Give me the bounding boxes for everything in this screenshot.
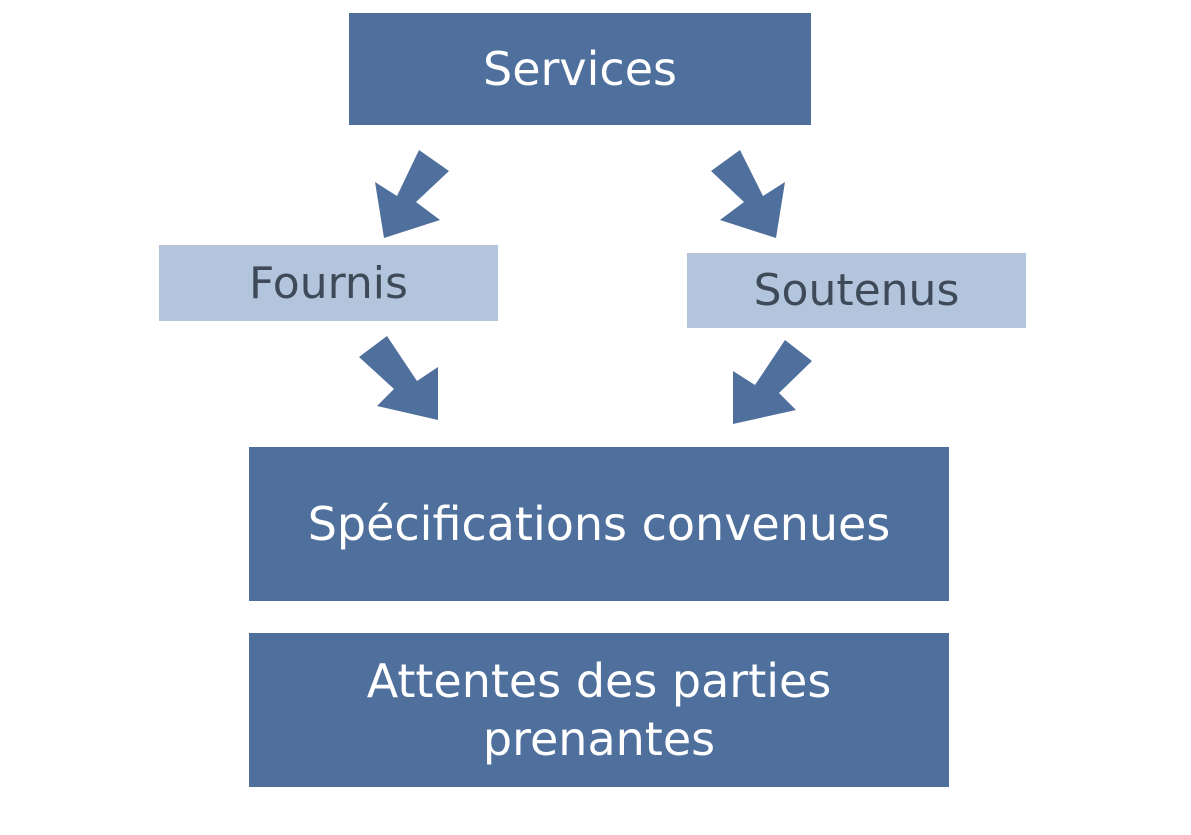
attentes-box: Attentes des parties prenantes <box>249 633 949 787</box>
soutenus-label: Soutenus <box>753 265 960 316</box>
services-box: Services <box>349 13 811 125</box>
attentes-label: Attentes des parties prenantes <box>366 654 832 766</box>
specifications-label: Spécifications convenues <box>307 497 891 551</box>
arrow-services-to-fournis <box>375 150 449 238</box>
specifications-box: Spécifications convenues <box>249 447 949 601</box>
fournis-label: Fournis <box>249 257 408 309</box>
services-label: Services <box>483 42 677 96</box>
soutenus-box: Soutenus <box>687 253 1026 328</box>
arrow-fournis-to-specifications <box>359 336 438 420</box>
arrow-services-to-soutenus <box>711 150 785 238</box>
arrow-soutenus-to-specifications <box>733 340 812 424</box>
fournis-box: Fournis <box>159 245 498 321</box>
